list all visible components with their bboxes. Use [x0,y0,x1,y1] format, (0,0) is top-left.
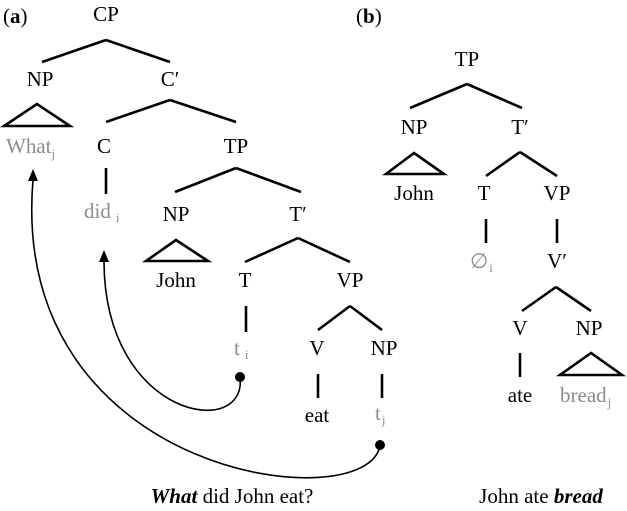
a-vp-node: VP [337,268,364,292]
b-null-word: ∅i [470,249,493,275]
b-tp-node: TP [455,47,480,71]
a-tp-node: TP [224,134,249,158]
a-edge-cbar-tp [169,98,237,124]
a-edge-tbar-vp [297,236,351,264]
b-vp-node: VP [544,181,571,205]
a-arc-origin-t [235,372,245,382]
b-np-subj-node: NP [401,115,428,139]
panel-b-label: (b) [356,4,382,28]
b-t-node: T [478,181,491,205]
a-edge-tp-tbar [235,166,302,194]
b-np-obj-triangle [555,351,627,377]
a-eat-word: eat [305,403,330,427]
b-edge-vbar-v [521,285,557,313]
b-np-obj-node: NP [576,316,603,340]
b-caption: John ate bread [479,484,603,508]
a-arrowhead-did [99,250,109,262]
a-edge-cbar-c [105,98,171,124]
a-cp-node: CP [93,2,119,26]
a-edge-cp-cbar [105,38,171,64]
b-edge-tp-np [409,82,468,110]
a-movement-arc-did [103,261,241,412]
a-c-node: C [97,134,111,158]
b-bread-word: breadj [560,383,611,410]
panel-a-label: (a) [3,4,28,28]
b-np-subj-triangle [382,151,449,176]
a-arrowhead-what [28,169,38,181]
b-tbar-node: T′ [511,115,528,139]
a-what-word: Whatj [6,134,55,161]
a-edge-tbar-t [244,236,299,264]
a-caption: What did John eat? [151,484,314,508]
a-v-node: V [309,336,324,360]
b-vbar-node: V′ [547,249,567,273]
a-cbar-node: C′ [161,67,180,91]
b-edge-vbar-np [555,285,592,313]
a-np-wh-triangle [0,102,75,128]
b-edge-tp-tbar [466,82,523,110]
a-edge-vp-v [317,304,351,332]
a-np-wh-node: NP [27,67,54,91]
b-v-node: V [512,316,527,340]
a-np-subj-triangle [141,238,213,263]
b-edge-tbar-t [485,150,521,178]
a-np-subj-node: NP [163,202,190,226]
b-edge-tbar-vp [519,150,558,178]
a-john-word: John [156,268,196,292]
a-t-node: T [239,268,252,292]
a-arc-origin-obj [375,440,385,450]
a-np-obj-node: NP [371,336,398,360]
a-edge-vp-np [349,304,383,332]
a-tbar-node: T′ [289,202,306,226]
a-movement-arc-what [30,179,381,479]
b-ate-word: ate [508,383,532,407]
a-edge-tp-np [174,166,237,194]
a-trace-obj-word: tj [375,401,385,427]
b-john-word: John [394,181,434,205]
a-edge-cp-np [41,38,107,64]
